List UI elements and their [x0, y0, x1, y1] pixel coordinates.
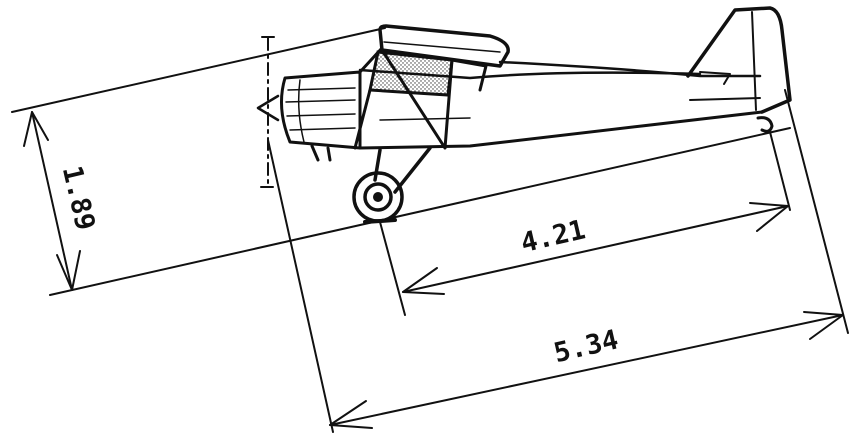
wheelbase-arrow-left: [402, 267, 445, 295]
engine-cowling: [280, 70, 362, 162]
wing: [378, 24, 510, 68]
length-extension-left: [267, 139, 334, 433]
wheelbase-dimension: 4.21: [379, 131, 791, 316]
tail-fin: [686, 6, 792, 133]
length-label: 5.34: [551, 324, 621, 369]
length-dimension: 5.34: [267, 89, 849, 433]
aircraft: [256, 6, 792, 224]
landing-gear: [352, 146, 432, 224]
propeller: [256, 36, 280, 189]
wheelbase-extension-right: [769, 131, 791, 211]
height-arrow-bottom: [56, 250, 81, 291]
height-extension-bottom: [49, 127, 791, 296]
height-dimension-line: [31, 111, 73, 291]
height-arrow-top: [23, 111, 49, 147]
wheelbase-extension-left: [379, 221, 406, 316]
wheelbase-arrow-right: [749, 202, 789, 232]
height-label: 1.89: [56, 163, 101, 233]
length-extension-right: [784, 89, 849, 334]
wheelbase-dimension-line: [402, 205, 789, 293]
length-arrow-right: [803, 311, 844, 340]
length-dimension-line: [329, 314, 844, 426]
length-arrow-left: [329, 400, 373, 429]
height-extension-top: [11, 27, 386, 113]
